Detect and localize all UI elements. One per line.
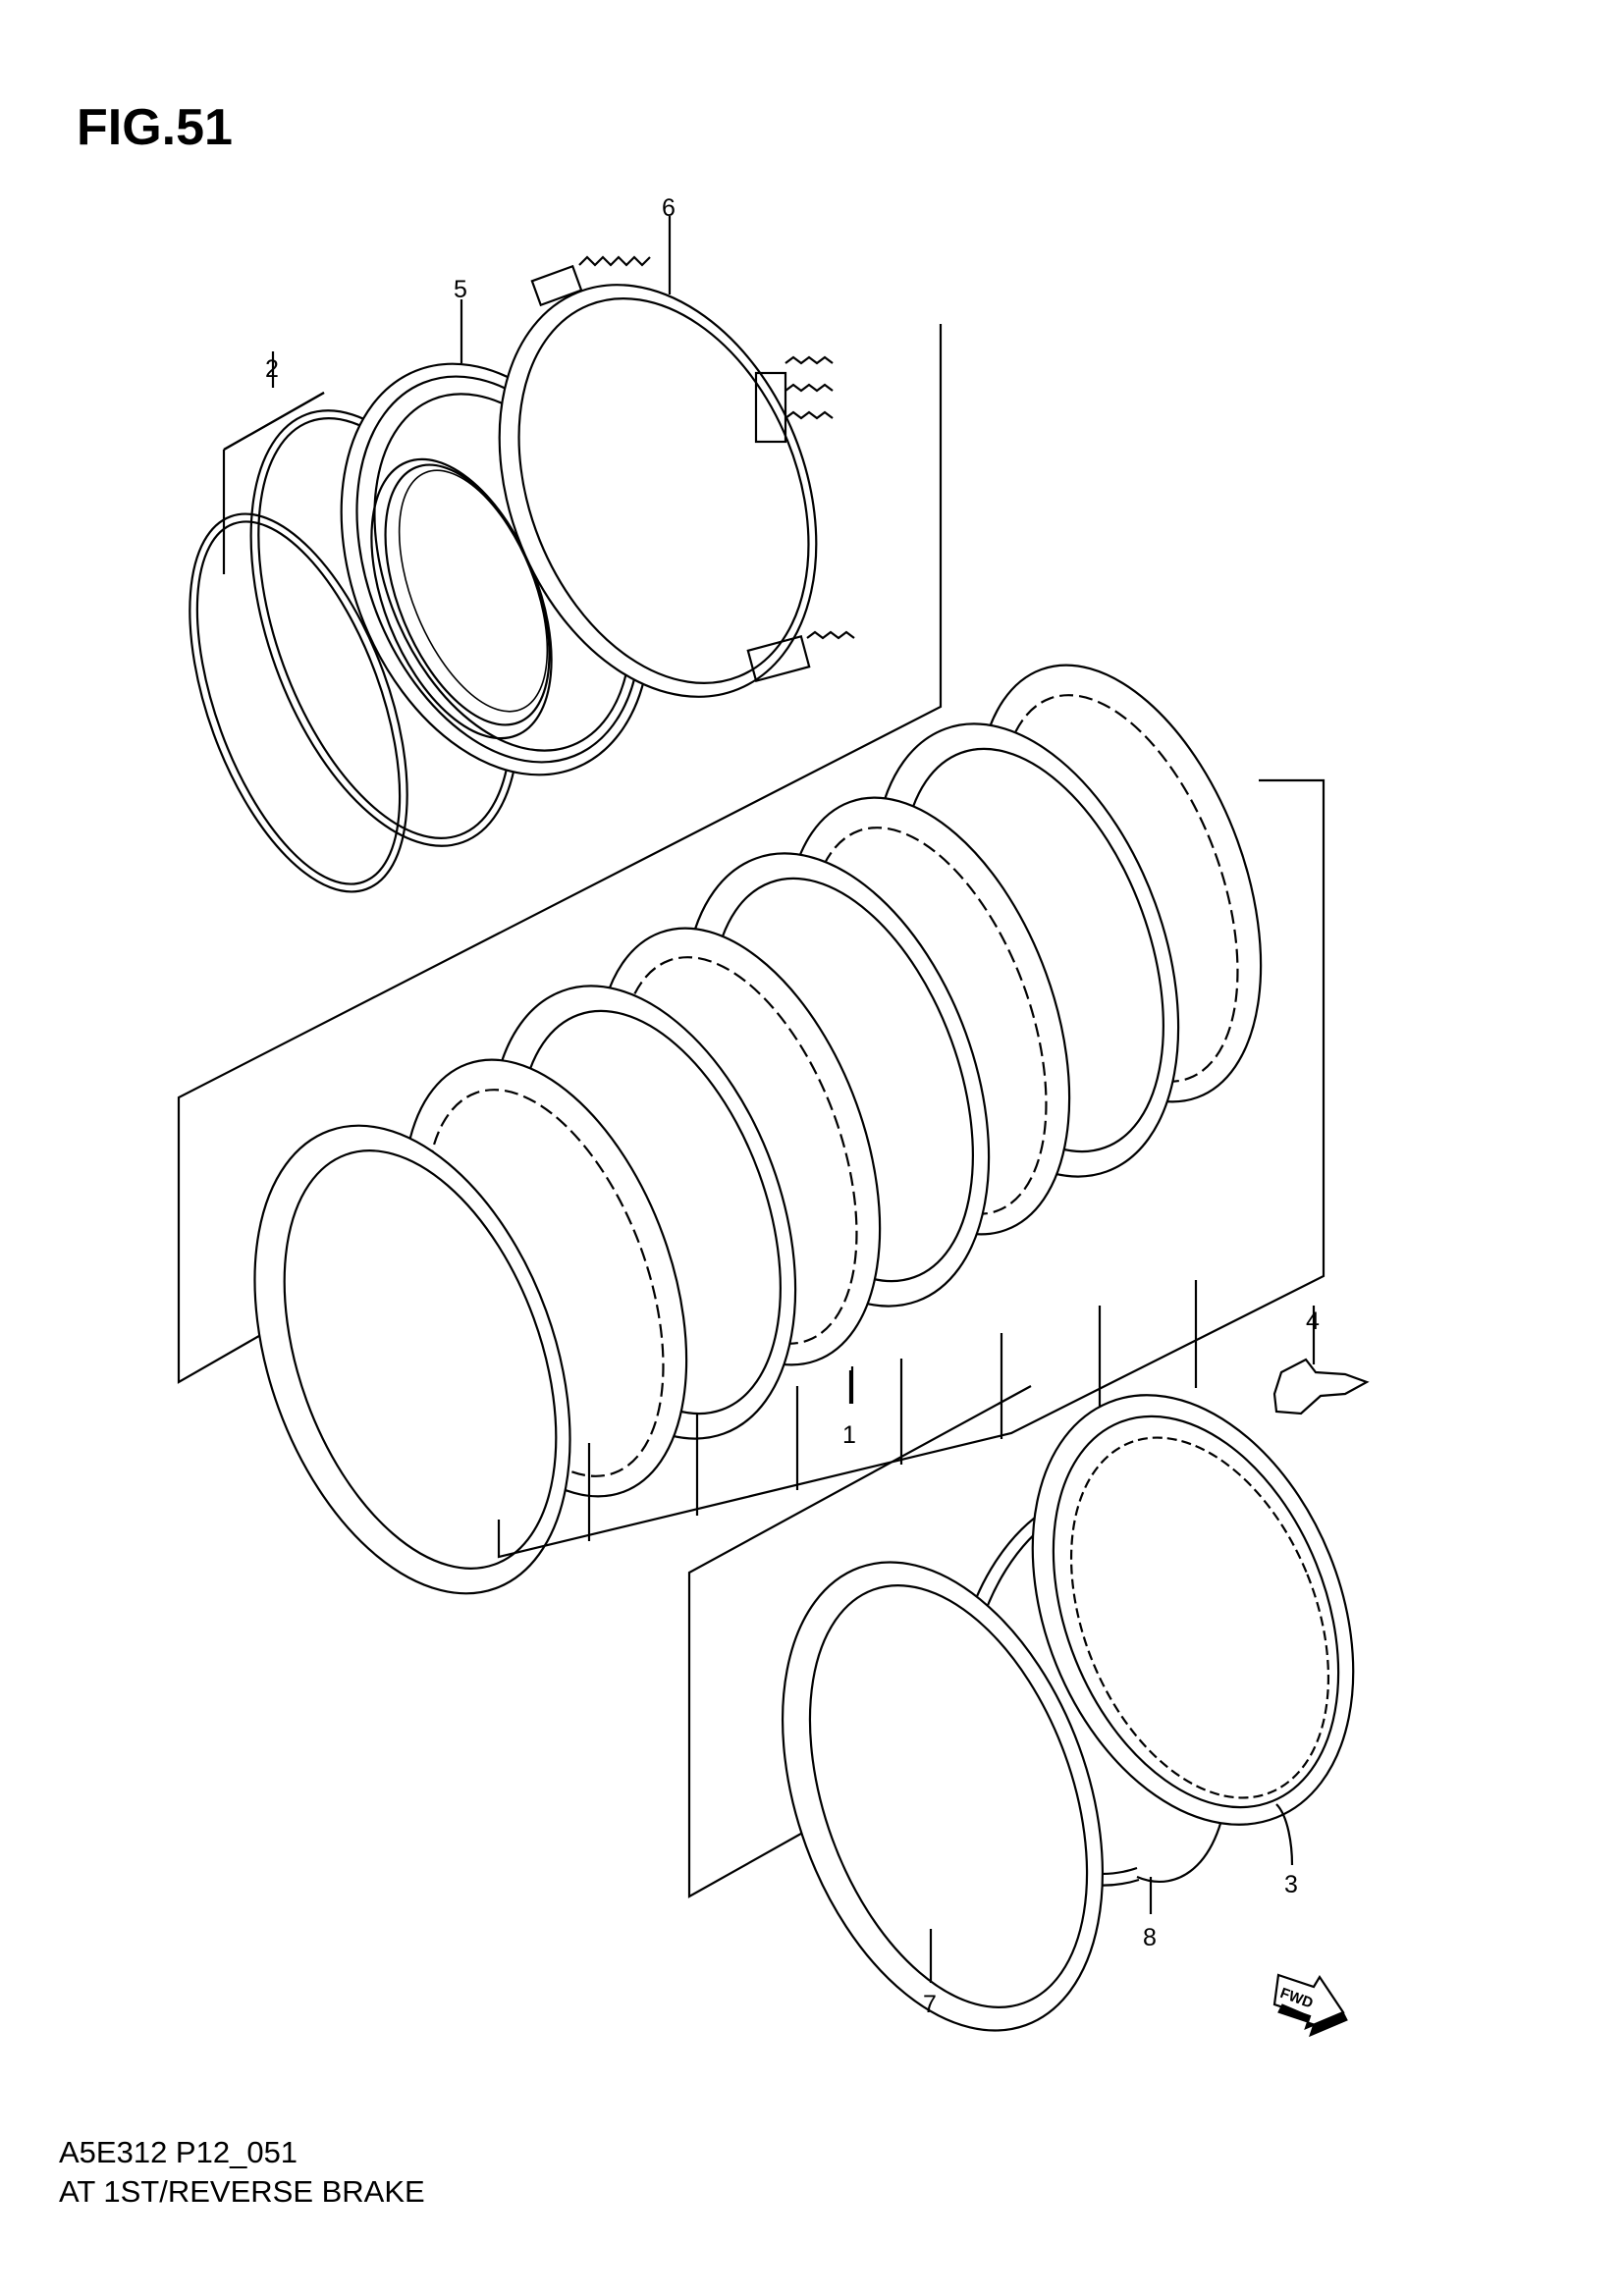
fwd-arrow-icon: FWD [1272, 1973, 1348, 2038]
leader-lines [271, 216, 1316, 1983]
callout-8: 8 [1143, 1924, 1157, 1951]
bracket-clutch-pack [497, 778, 1325, 1559]
part-6-return-spring [498, 255, 855, 698]
part-1-clutch-pack [253, 664, 1263, 1595]
callout-1: 1 [842, 1421, 856, 1449]
part-4-stopper [1272, 1358, 1370, 1415]
part-7-plate [782, 1561, 1104, 2032]
diagram-caption: AT 1ST/REVERSE BRAKE [59, 2174, 425, 2209]
callout-7: 7 [923, 1991, 937, 2018]
callout-3: 3 [1284, 1871, 1298, 1898]
callout-6: 6 [662, 194, 676, 222]
callout-2: 2 [265, 355, 279, 383]
part-3-brake-hub [1031, 1394, 1355, 1826]
bracket-part2-ring [223, 392, 325, 451]
diagram-code: A5E312 P12_051 [59, 2135, 298, 2169]
figure-title: FIG.51 [77, 99, 233, 156]
callout-5: 5 [454, 276, 467, 303]
callout-4: 4 [1306, 1308, 1320, 1335]
